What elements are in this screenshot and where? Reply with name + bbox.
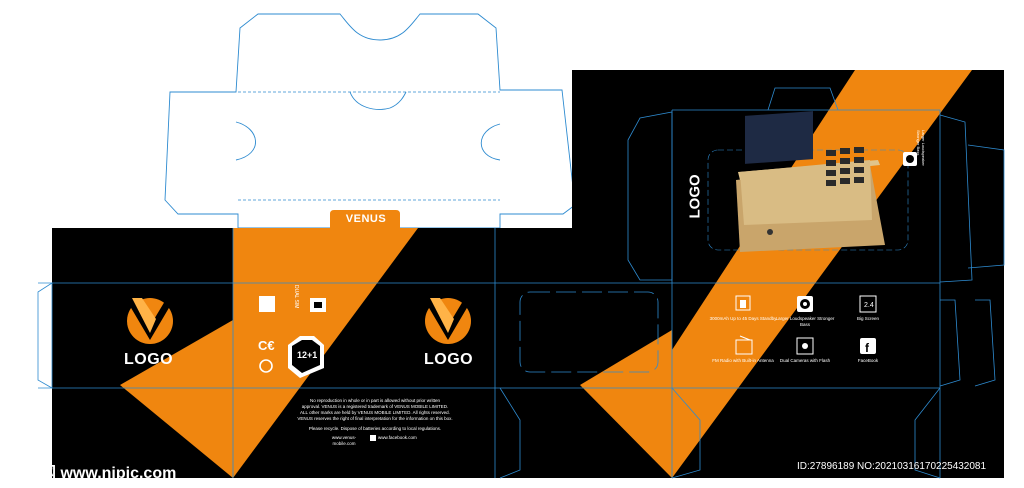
dual-sim-label: DUAL SIM [293, 285, 299, 309]
radio-icon [735, 335, 753, 355]
screen-size-icon: 2.4 [859, 295, 877, 313]
website-text: www.venus-mobile.com [331, 435, 357, 446]
side-caption-text: Larger Loudspeaker Stronger Bass [916, 130, 926, 166]
feature-screen-text: Big Screen [856, 316, 879, 321]
facebook-icon: f [860, 338, 876, 355]
camera-icon [796, 337, 814, 355]
feature-battery-text: 3000mAh Up to 45 Days Standby [709, 316, 777, 321]
feature-speaker-text: Larger Loudspeaker Stronger Bass [775, 316, 835, 327]
battery-icon [735, 295, 751, 311]
battery-badge-icon [288, 336, 324, 378]
feature-radio-text: FM Radio with Built-in Antenna [712, 358, 774, 363]
svg-text:f: f [865, 341, 870, 355]
watermark-id: ID:27896189 NO:20210316170225432081 [797, 461, 987, 472]
top-flap-side-cut [235, 121, 501, 161]
window-rect-center [519, 291, 659, 373]
logo-text-vertical: LOGO [686, 174, 704, 219]
svg-text:2.4: 2.4 [864, 302, 874, 309]
venus-tab-shape [330, 210, 400, 228]
top-flap-dieline [164, 13, 576, 229]
watermark-site: 昵图网 www.nipic.com [8, 465, 177, 482]
square-mark-icon [259, 296, 275, 312]
logo-text-center: LOGO [424, 351, 474, 368]
legal-line-4: VENUS reserves the right of final interp… [297, 416, 453, 421]
logo-text-left: LOGO [124, 351, 174, 368]
orange-band-lower-left [120, 320, 233, 478]
recycle-icon [259, 359, 273, 373]
facebook-url-text: www.facebook.com [378, 435, 417, 440]
legal-line-2: approval. VENUS is a registered trademar… [301, 404, 449, 409]
feature-camera-text: Dual Cameras with Flash [779, 358, 831, 363]
facebook-small-icon [370, 435, 376, 441]
feature-facebook-text: FaceBook [857, 358, 879, 363]
battery-badge-label: 12+1 [297, 350, 318, 360]
phone-product-image [736, 111, 885, 252]
brand-logo-mark-left [127, 298, 173, 344]
orange-band-right-mid [580, 330, 672, 478]
venus-tab-label: VENUS [345, 213, 387, 225]
legal-line-5: Please recycle. Dispose of batteries acc… [308, 426, 442, 431]
legal-line-1: No reproduction in whole or in part is a… [309, 398, 441, 403]
speaker-icon [797, 296, 813, 312]
legal-line-3: ALL other marks are held by VENUS MOBILE… [300, 410, 450, 415]
legal-text-block: No reproduction in whole or in part is a… [285, 398, 465, 432]
speaker-side-icon [903, 152, 917, 166]
orange-band-right-top [672, 70, 972, 478]
brand-logo-mark-center [425, 298, 471, 344]
ce-mark-icon: C€ [258, 338, 275, 353]
orange-band-left [233, 228, 418, 478]
sim-card-icon [310, 298, 326, 312]
top-flap-notch [349, 91, 407, 110]
